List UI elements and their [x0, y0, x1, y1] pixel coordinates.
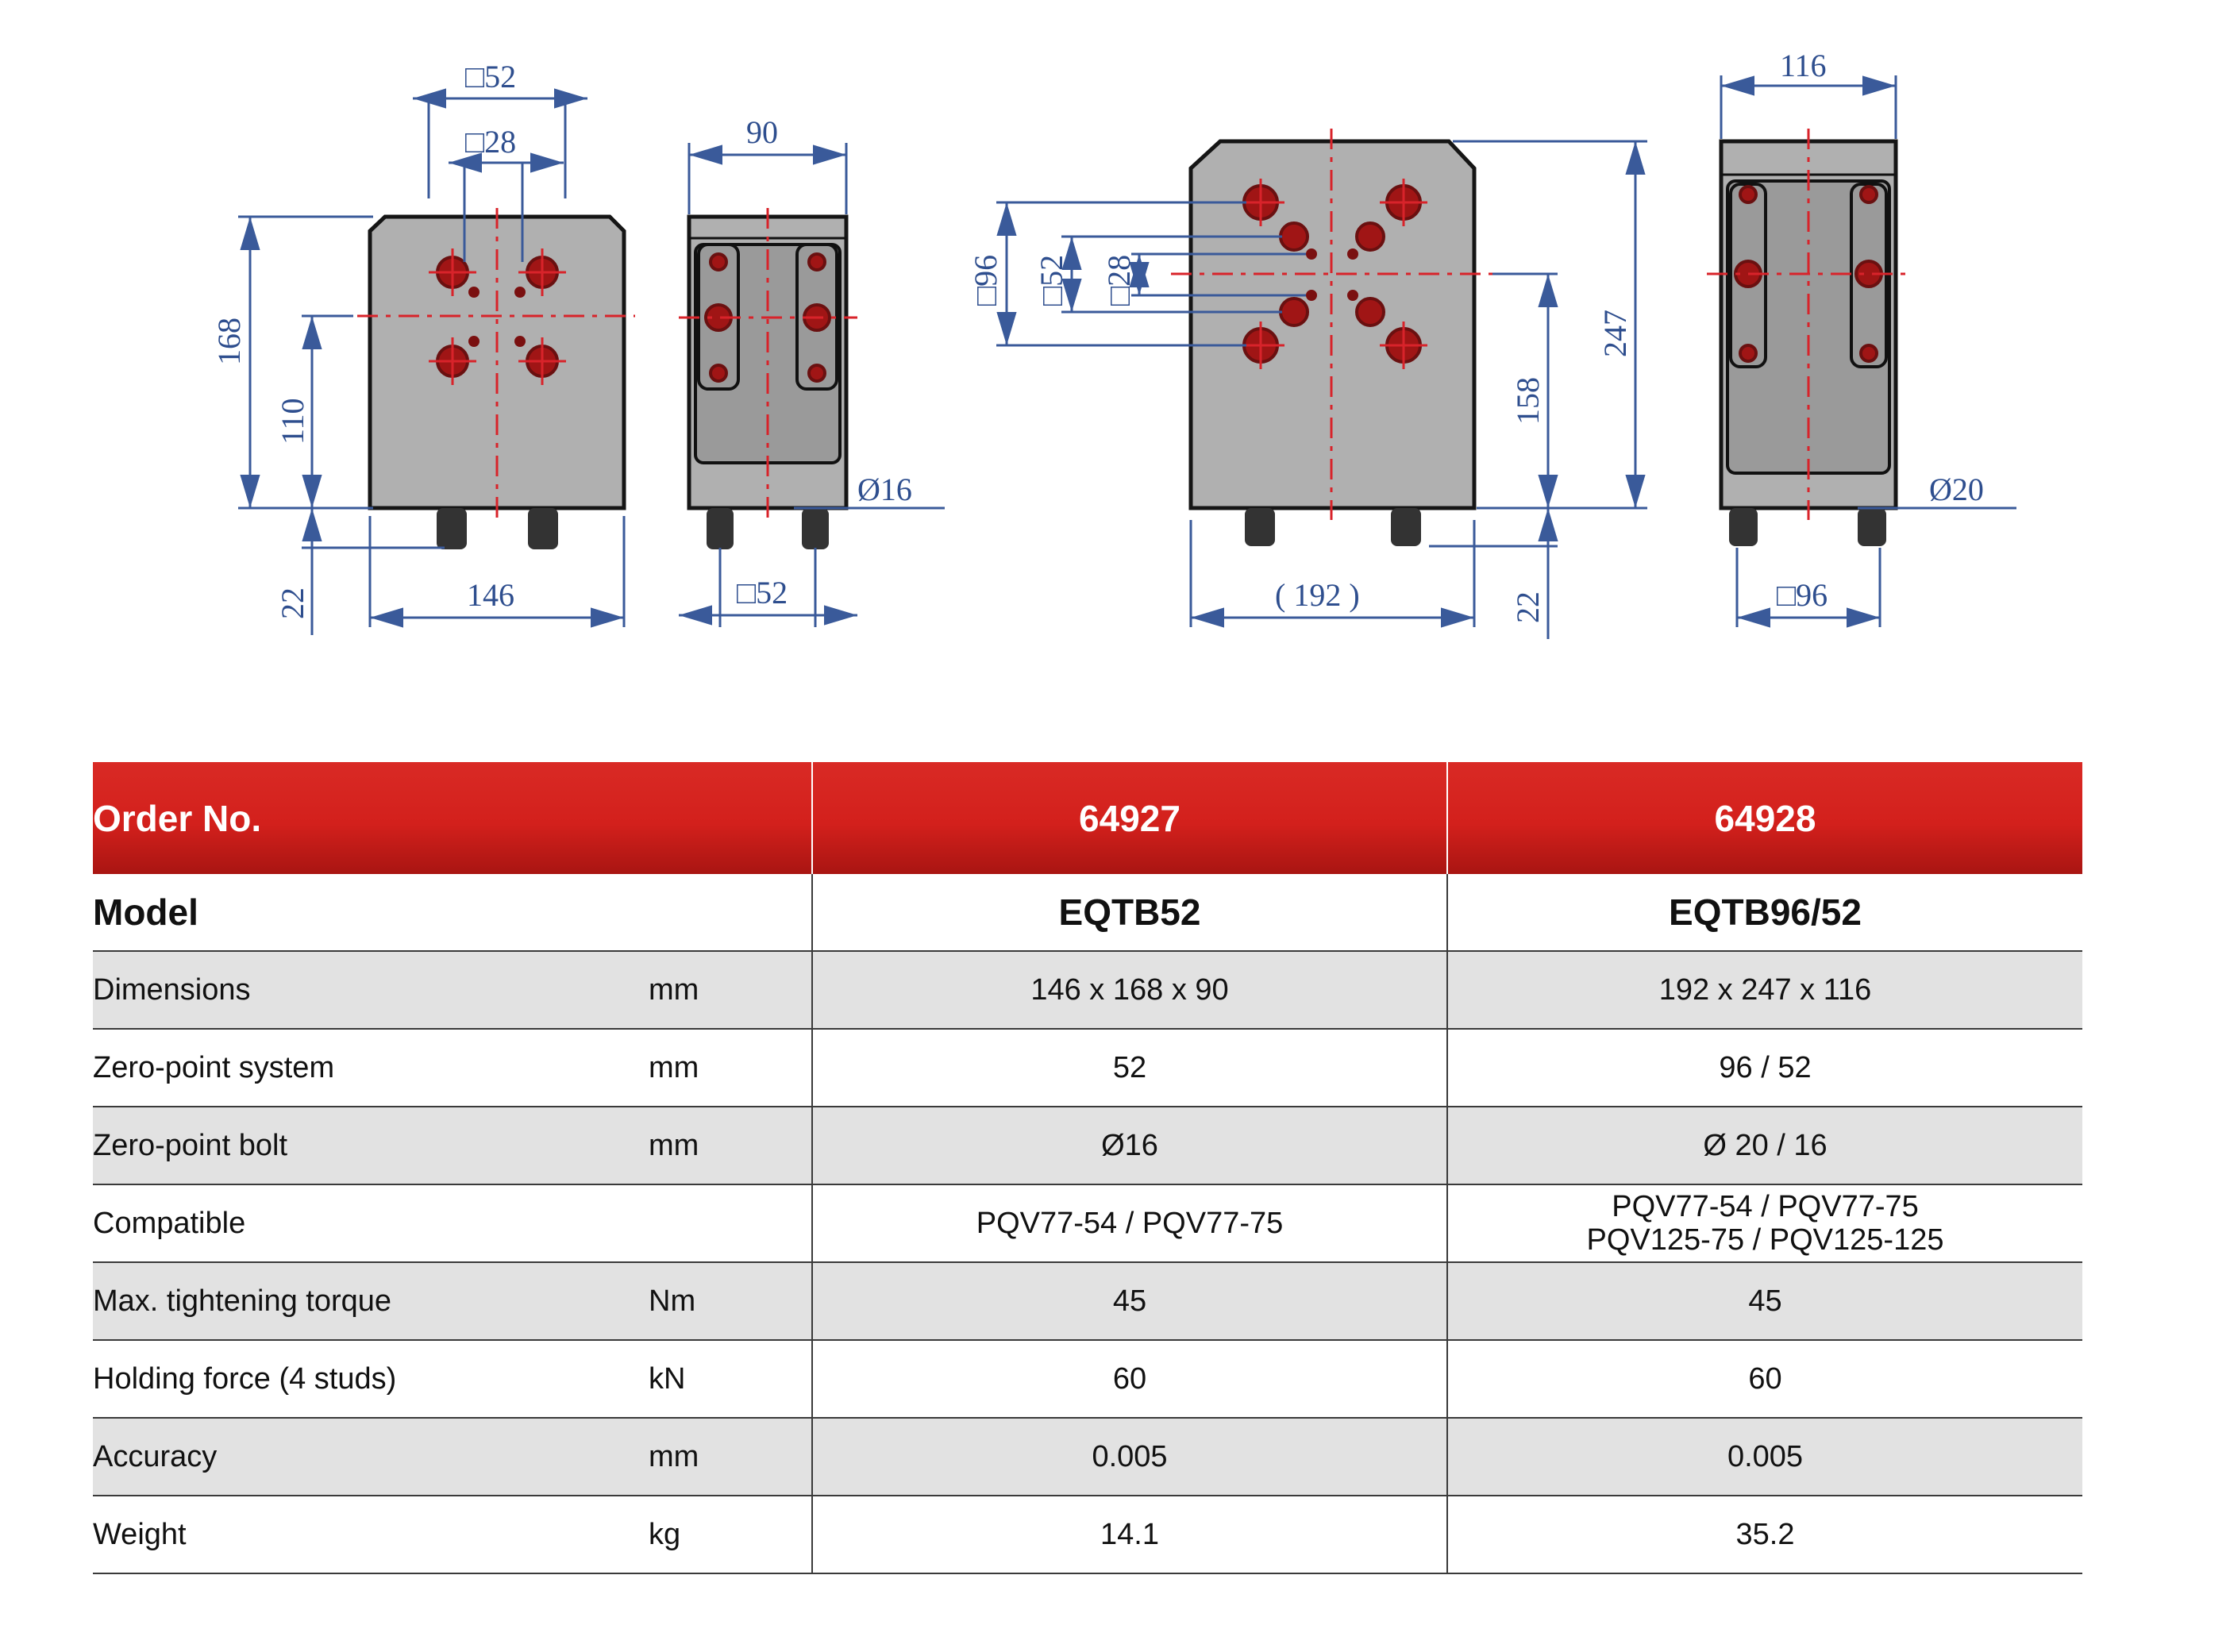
compatible-line-2: PQV125-75 / PQV125-125	[1586, 1223, 1944, 1257]
left-front-view: □52 □28 168 110 22 146	[211, 59, 635, 635]
right-side-view: 116 Ø20 □96	[1707, 48, 2016, 628]
row-value-col2: 45	[1446, 1262, 2082, 1341]
dim-sq28-top: □28	[465, 124, 516, 160]
dim-bolt-16: Ø16	[857, 472, 912, 507]
compatible-line-1: PQV77-54 / PQV77-75	[1612, 1190, 1919, 1223]
dim-depth-90: 90	[746, 114, 778, 150]
row-unit: mm	[649, 1029, 812, 1107]
row-value-col1: 14.1	[811, 1496, 1447, 1574]
row-value-col2: 0.005	[1446, 1418, 2082, 1496]
left-side-view: 90 Ø16 □52	[679, 114, 945, 627]
header-col-64928: 64928	[1446, 762, 2082, 874]
header-order-no: Order No.	[93, 797, 262, 839]
row-value-col1: 45	[811, 1262, 1447, 1341]
dim-sq96: □96	[968, 255, 1003, 306]
dim-width-146: 146	[467, 577, 514, 613]
row-value-col1: EQTB52	[811, 874, 1447, 952]
row-unit: kN	[649, 1340, 812, 1419]
dim-height-168: 168	[211, 318, 247, 365]
drawing-canvas: □52 □28 168 110 22 146 90 Ø16	[211, 48, 2016, 639]
row-unit: mm	[649, 951, 812, 1030]
row-unit: Nm	[649, 1262, 812, 1341]
table-row: Holding force (4 studs) kN 60 60	[93, 1340, 2082, 1419]
row-value-col1: Ø16	[811, 1107, 1447, 1185]
table-row: Compatible PQV77-54 / PQV77-75 PQV77-54 …	[93, 1184, 2082, 1263]
dim-bolt-pitch-52: □52	[737, 575, 788, 610]
row-value-col2: 96 / 52	[1446, 1029, 2082, 1107]
table-row-model: Model EQTB52 EQTB96/52	[93, 874, 2082, 952]
row-label: Compatible	[93, 1184, 649, 1263]
table-row: Accuracy mm 0.005 0.005	[93, 1418, 2082, 1496]
table-row: Weight kg 14.1 35.2	[93, 1496, 2082, 1574]
table-row: Zero-point bolt mm Ø16 Ø 20 / 16	[93, 1107, 2082, 1185]
row-label: Zero-point bolt	[93, 1107, 649, 1185]
row-label: Holding force (4 studs)	[93, 1340, 649, 1419]
row-label: Model	[93, 874, 812, 952]
row-label: Dimensions	[93, 951, 649, 1030]
header-col-64927: 64927	[811, 762, 1447, 874]
row-value-col2: 35.2	[1446, 1496, 2082, 1574]
table-row: Max. tightening torque Nm 45 45	[93, 1262, 2082, 1341]
dim-bolt-pitch-96: □96	[1777, 577, 1828, 613]
dim-bolt-20: Ø20	[1929, 472, 1984, 507]
dim-width-192: ( 192 )	[1275, 577, 1360, 613]
row-label: Accuracy	[93, 1418, 649, 1496]
technical-drawings: □52 □28 168 110 22 146 90 Ø16	[0, 0, 2230, 699]
dim-stud-22: 22	[275, 587, 310, 619]
dim-sq52-right: □52	[1034, 255, 1069, 306]
row-value-col2: PQV77-54 / PQV77-75 PQV125-75 / PQV125-1…	[1446, 1184, 2082, 1263]
row-value-col2: 60	[1446, 1340, 2082, 1419]
dim-center-158: 158	[1510, 377, 1546, 425]
row-label: Max. tightening torque	[93, 1262, 649, 1341]
dim-center-110: 110	[275, 398, 310, 445]
row-unit	[649, 1184, 812, 1263]
row-unit: mm	[649, 1418, 812, 1496]
table-row: Zero-point system mm 52 96 / 52	[93, 1029, 2082, 1107]
row-value-col1: PQV77-54 / PQV77-75	[811, 1184, 1447, 1263]
row-value-col2: EQTB96/52	[1446, 874, 2082, 952]
dim-sq52-top: □52	[465, 59, 516, 94]
dim-sq28-right: □28	[1101, 255, 1137, 306]
dim-height-247: 247	[1597, 310, 1633, 357]
dim-depth-116: 116	[1780, 48, 1827, 83]
row-value-col1: 60	[811, 1340, 1447, 1419]
dim-stud-22-right: 22	[1510, 591, 1546, 623]
table-header-row: Order No. 64927 64928	[93, 762, 2082, 874]
row-label: Weight	[93, 1496, 649, 1574]
row-value-col1: 0.005	[811, 1418, 1447, 1496]
row-value-col1: 146 x 168 x 90	[811, 951, 1447, 1030]
specification-table: Order No. 64927 64928 Model EQTB52 EQTB9…	[93, 762, 2082, 1574]
right-front-view: □96 □52 □28 247 158 22 ( 192 )	[968, 129, 1647, 639]
row-unit: kg	[649, 1496, 812, 1574]
row-value-col2: 192 x 247 x 116	[1446, 951, 2082, 1030]
row-unit: mm	[649, 1107, 812, 1185]
row-value-col1: 52	[811, 1029, 1447, 1107]
table-row: Dimensions mm 146 x 168 x 90 192 x 247 x…	[93, 951, 2082, 1030]
row-value-col2: Ø 20 / 16	[1446, 1107, 2082, 1185]
row-label: Zero-point system	[93, 1029, 649, 1107]
